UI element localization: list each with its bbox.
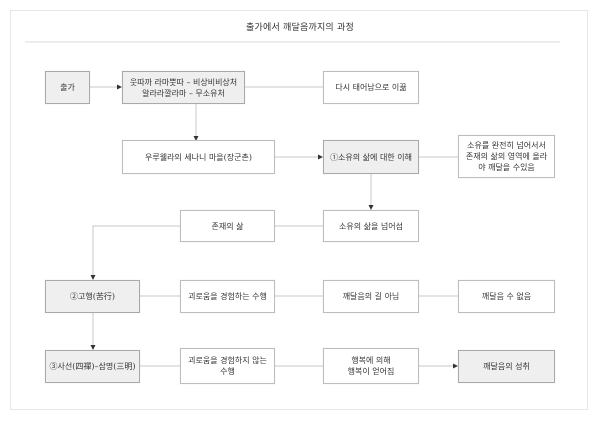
node-label: ②고행(苦行) [70,292,115,301]
diagram-title: 출가에서 깨달음까지의 과정 [246,23,354,33]
node-label: 소유를 완전히 넘어서서 존재의 삶의 영역에 올라 야 깨달을 수있음 [465,141,548,172]
node-label: 존재의 삶 [211,221,244,231]
diagram-frame [10,10,588,410]
node-asceticism: ②고행(苦行) [45,280,140,313]
node-rebirth: 다시 태어남으로 이끎 [323,71,419,104]
node-label: 깨달음의 성취 [483,362,530,371]
node-enlightenment: 깨달음의 성취 [458,350,555,383]
node-being-life: 존재의 삶 [180,210,275,242]
node-label: 다시 태어남으로 이끎 [335,83,407,92]
node-label: 괴로움을 경험하지 않는 수행 [188,356,267,376]
node-label: 행복에 의해 행복이 얻어짐 [347,356,395,376]
edge-being-asceticism [90,225,180,280]
node-four-jhanas: ③사선(四禪)–삼명(三明) [45,350,140,383]
node-label: ③사선(四禪)–삼명(三明) [49,362,136,371]
node-uruvela: 우루웰라의 세나니 마을(장군촌) [122,140,275,174]
node-label: ①소유의 삶에 대한 이해 [330,152,412,162]
node-label: 웃따까 라마뿟따 – 비상비비상처 알라라깔라마 – 무소유처 [129,77,238,98]
node-chulga: 출가 [45,71,90,104]
node-label: 소유의 삶을 넘어섬 [339,221,403,231]
node-happiness: 행복에 의해 행복이 얻어짐 [323,348,419,384]
node-teachers: 웃따까 라마뿟따 – 비상비비상처 알라라깔라마 – 무소유처 [122,71,245,104]
node-label: 우루웰라의 세나니 마을(장군촌) [144,152,252,162]
node-no-suffering-practice: 괴로움을 경험하지 않는 수행 [180,348,275,384]
node-cannot-awaken: 깨달음 수 없음 [458,280,555,313]
node-understanding: ①소유의 삶에 대한 이해 [323,140,419,174]
node-label: 깨달음 수 없음 [481,292,532,301]
node-label: 깨달음의 길 아님 [342,292,400,301]
node-beyond-possession-note: 소유를 완전히 넘어서서 존재의 삶의 영역에 올라 야 깨달을 수있음 [458,135,555,178]
node-suffering-practice: 괴로움을 경험하는 수행 [180,280,275,313]
node-beyond-possession: 소유의 삶을 넘어섬 [323,210,419,242]
node-not-path: 깨달음의 길 아님 [323,280,419,313]
node-label: 괴로움을 경험하는 수행 [188,292,267,301]
node-label: 출가 [60,83,75,92]
title-divider [25,41,560,43]
